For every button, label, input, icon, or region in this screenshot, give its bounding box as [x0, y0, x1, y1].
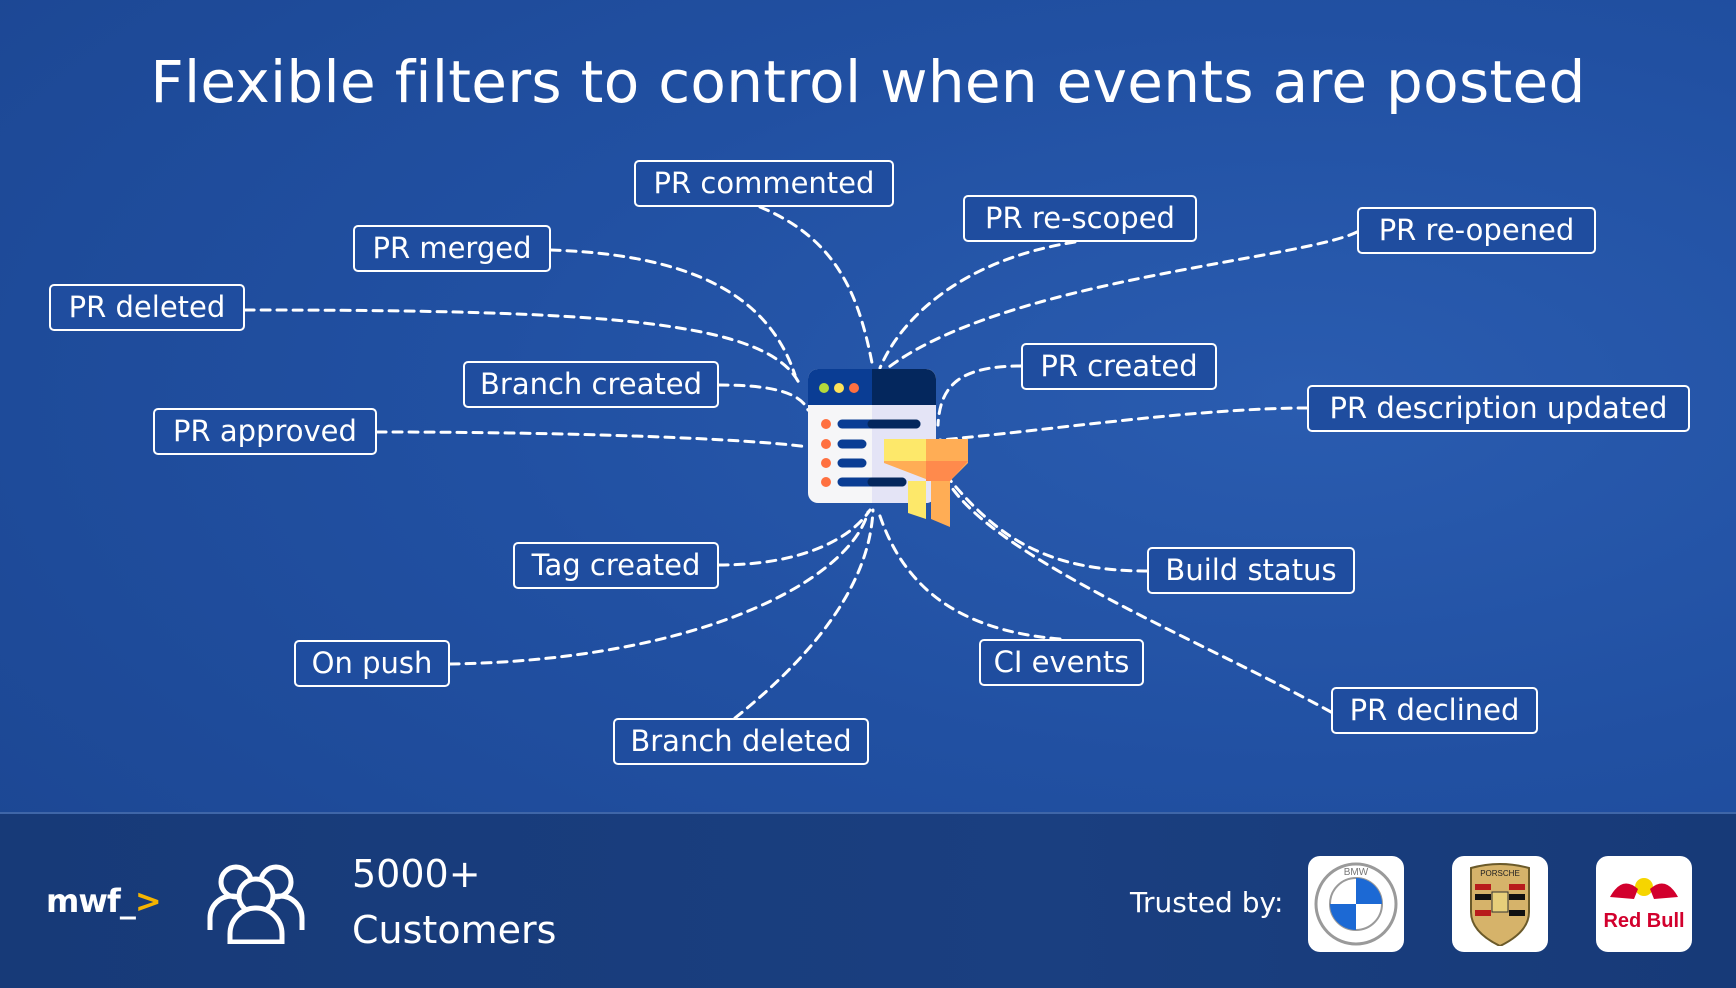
- footer: mwf_> 5000+ Customers Trusted by: BMW PO…: [0, 812, 1736, 988]
- redbull-logo-text: Red Bull: [1603, 910, 1684, 932]
- line-pr-merged: [549, 248, 797, 377]
- line-branch-deleted: [733, 508, 875, 720]
- event-on-push: On push: [294, 640, 450, 687]
- line-pr-declined: [948, 483, 1333, 714]
- event-pr-rescoped: PR re-scoped: [963, 195, 1197, 242]
- event-pr-deleted: PR deleted: [49, 284, 245, 331]
- event-branch-deleted: Branch deleted: [613, 718, 869, 765]
- filter-window-icon: [808, 369, 968, 527]
- logo-text: mwf_: [46, 882, 136, 920]
- line-pr-commented: [758, 205, 875, 370]
- logo-symbol: >: [134, 882, 162, 920]
- porsche-logo: PORSCHE: [1452, 856, 1548, 952]
- bmw-logo: BMW: [1308, 856, 1404, 952]
- line-pr-approved: [375, 430, 810, 449]
- mwf-logo: mwf_>: [46, 882, 162, 920]
- users-icon: [207, 864, 305, 944]
- line-branch-created: [717, 383, 810, 412]
- line-pr-rescoped: [878, 240, 1077, 370]
- line-pr-deleted: [243, 308, 802, 387]
- event-pr-reopened: PR re-opened: [1357, 207, 1596, 254]
- line-tag-created: [717, 508, 872, 567]
- event-pr-approved: PR approved: [153, 408, 377, 455]
- event-tag-created: Tag created: [513, 542, 719, 589]
- event-pr-created: PR created: [1021, 343, 1217, 390]
- redbull-logo: Red Bull: [1596, 856, 1692, 952]
- connector-lines: [0, 0, 1736, 812]
- porsche-logo-text: PORSCHE: [1480, 869, 1520, 878]
- event-pr-declined: PR declined: [1331, 687, 1538, 734]
- event-branch-created: Branch created: [463, 361, 719, 408]
- bmw-logo-text: BMW: [1344, 867, 1369, 878]
- event-ci-events: CI events: [979, 639, 1144, 686]
- line-pr-reopened: [883, 230, 1359, 372]
- event-pr-description-updated: PR description updated: [1307, 385, 1690, 432]
- customers-label: Customers: [352, 908, 557, 952]
- event-build-status: Build status: [1147, 547, 1355, 594]
- line-on-push: [448, 510, 870, 666]
- event-pr-commented: PR commented: [634, 160, 894, 207]
- customers-count: 5000+: [352, 852, 481, 896]
- page-title: Flexible filters to control when events …: [150, 48, 1586, 116]
- trusted-by-label: Trusted by:: [1130, 886, 1284, 919]
- event-pr-merged: PR merged: [353, 225, 551, 272]
- line-pr-created: [936, 364, 1023, 427]
- line-ci-events: [876, 508, 1062, 641]
- line-build-status: [948, 478, 1149, 573]
- line-pr-description: [938, 406, 1309, 442]
